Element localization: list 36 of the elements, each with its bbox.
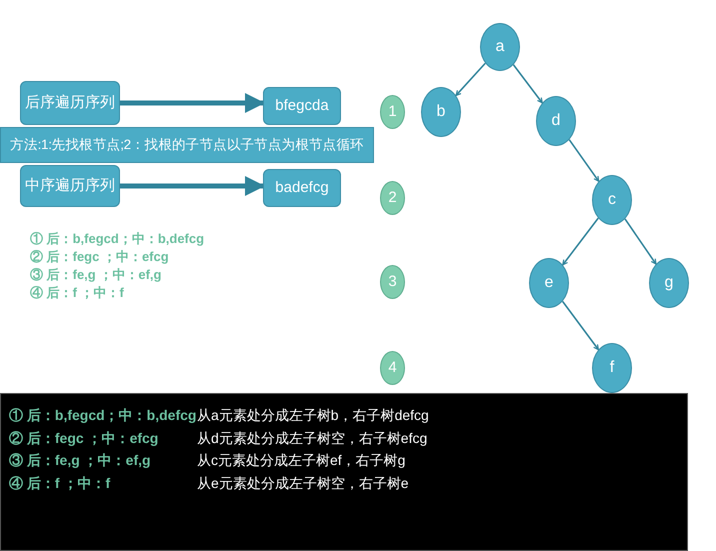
note-text: 从d元素处分成左子树空，右子树efcg xyxy=(197,428,428,448)
tree-node-circle: d xyxy=(536,96,576,146)
arrow xyxy=(120,93,265,113)
tree-node-circle: a xyxy=(480,23,520,71)
note-text: ② 后：fegc ；中：efcg xyxy=(9,428,160,448)
note-text: ④ 后：f ；中：f xyxy=(9,474,112,492)
tree-node-circle: e xyxy=(529,258,569,308)
arrow xyxy=(624,218,657,265)
tree-node-circle: f xyxy=(592,343,632,393)
arrow xyxy=(568,139,600,182)
process-box: bfegcda xyxy=(263,87,341,125)
note-text: 从a元素处分成左子树b，右子树defcg xyxy=(197,406,429,425)
arrow xyxy=(512,64,543,104)
tree-node-circle: b xyxy=(421,87,461,137)
note-text: 从c元素处分成左子树ef，右子树g xyxy=(197,451,406,470)
note-text: ③ 后：fe,g ；中：ef,g xyxy=(30,266,162,284)
tree-node-circle: g xyxy=(649,258,689,308)
process-box: badefcg xyxy=(263,169,341,207)
note-text: ② 后：fegc ；中：efcg xyxy=(30,248,170,266)
note-text: ③ 后：fe,g ；中：ef,g xyxy=(9,451,152,470)
process-box: 后序遍历序列 xyxy=(20,81,120,125)
level-number-circle: 2 xyxy=(380,181,405,215)
tree-node-circle: c xyxy=(592,175,632,225)
level-number-circle: 4 xyxy=(380,351,405,385)
level-number-circle: 3 xyxy=(380,265,405,299)
method-banner: 方法:1:先找根节点;2：找根的子节点以子节点为根节点循环 xyxy=(0,127,374,163)
arrow xyxy=(562,300,600,350)
arrow xyxy=(120,176,265,196)
level-number-circle: 1 xyxy=(380,95,405,129)
arrow xyxy=(455,62,486,96)
arrow xyxy=(562,218,599,266)
note-text: ① 后：b,fegcd；中：b,defcg xyxy=(9,406,197,425)
note-text: 从e元素处分成左子树空，右子树e xyxy=(197,474,409,492)
note-text: ① 后：b,fegcd；中：b,defcg xyxy=(30,230,204,248)
note-text: ④ 后：f ；中：f xyxy=(30,284,125,302)
process-box: 中序遍历序列 xyxy=(20,165,120,207)
